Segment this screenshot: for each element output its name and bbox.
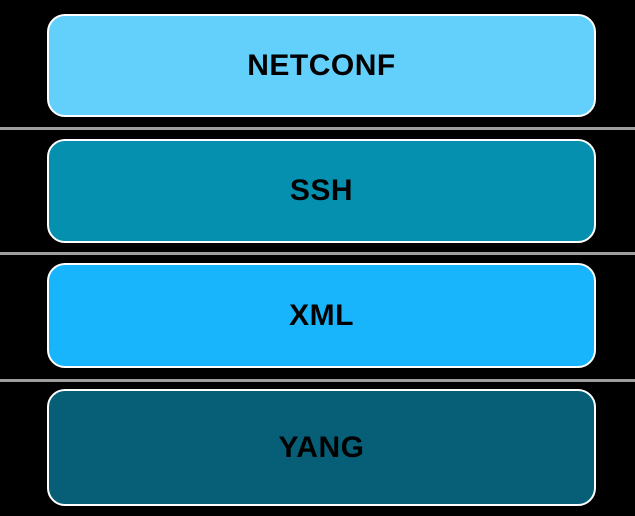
separator-line [0,252,635,255]
layer-box-xml: XML [47,263,596,368]
layer-box-yang: YANG [47,389,596,506]
layer-box-netconf: NETCONF [47,14,596,117]
layer-label-ssh: SSH [289,174,354,207]
separator-line [0,127,635,130]
layer-label-netconf: NETCONF [247,48,396,82]
layer-label-xml: XML [289,298,354,332]
layer-label-yang: YANG [278,430,365,464]
layer-box-ssh: SSH [47,139,596,243]
separator-line [0,379,635,382]
